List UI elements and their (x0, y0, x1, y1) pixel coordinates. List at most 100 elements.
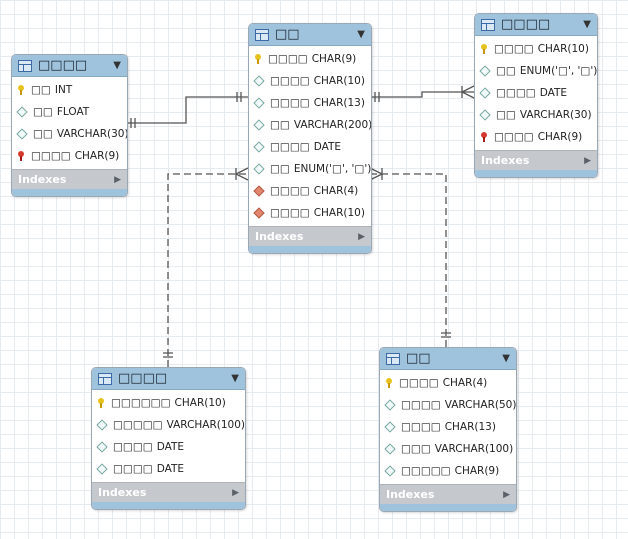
mark-t2-crowsfoot-left (234, 167, 249, 181)
column-diamond-icon (253, 75, 265, 87)
column-row[interactable]: □□□□DATE (92, 436, 245, 458)
foreign-key-icon (481, 132, 487, 142)
column-row[interactable]: □□□□VARCHAR(50) (380, 394, 516, 416)
column-row[interactable]: □□VARCHAR(30) (475, 104, 597, 126)
column-row[interactable]: □□□□□VARCHAR(100) (92, 414, 245, 436)
column-row[interactable]: □□□□DATE (92, 458, 245, 480)
column-name: □□□□ (270, 185, 310, 197)
column-row[interactable]: □□ENUM('□', '□') (475, 60, 597, 82)
column-list: □□□□CHAR(10)□□ENUM('□', '□')□□□□DATE□□VA… (475, 36, 597, 150)
column-name: □□ (270, 119, 290, 131)
column-type: DATE (156, 463, 185, 475)
table-icon (18, 59, 32, 72)
indexes-section[interactable]: Indexes ▶ (12, 169, 127, 189)
collapse-arrow-icon[interactable]: ▼ (502, 353, 510, 364)
column-row[interactable]: □□□□CHAR(9) (475, 126, 597, 148)
table-header[interactable]: □□▼ (249, 24, 371, 46)
column-type: INT (54, 84, 73, 96)
column-row[interactable]: □□□□CHAR(10) (249, 202, 371, 224)
indexes-label: Indexes (481, 154, 530, 167)
table-t3[interactable]: □□□□ ▼ □□□□CHAR(10)□□ENUM('□', '□')□□□□DAT… (474, 13, 598, 178)
column-row[interactable]: □□VARCHAR(200) (249, 114, 371, 136)
column-name: □□□□ (113, 441, 153, 453)
column-row[interactable]: □□□□CHAR(10) (249, 70, 371, 92)
column-list: □□□□CHAR(4)□□□□VARCHAR(50)□□□□CHAR(13)□□… (380, 370, 516, 484)
indexes-section[interactable]: Indexes ▶ (475, 150, 597, 170)
column-name: □□ (33, 128, 53, 140)
expand-arrow-icon[interactable]: ▶ (503, 489, 510, 500)
table-icon (98, 372, 112, 385)
table-title: □□□□ (38, 58, 88, 73)
foreign-key-diamond-icon (253, 207, 265, 219)
column-name: □□□□ (494, 43, 534, 55)
column-diamond-icon (16, 106, 28, 118)
column-row[interactable]: □□INT (12, 79, 127, 101)
column-row[interactable]: □□□VARCHAR(100) (380, 438, 516, 460)
column-row[interactable]: □□□□□CHAR(9) (380, 460, 516, 482)
table-header[interactable]: □□□□ ▼ (12, 55, 127, 77)
collapse-arrow-icon[interactable]: ▼ (231, 373, 239, 384)
indexes-section[interactable]: Indexes▶ (249, 226, 371, 246)
expand-arrow-icon[interactable]: ▶ (232, 487, 239, 498)
column-name: □□□□□ (401, 465, 451, 477)
table-icon (386, 352, 400, 365)
collapse-arrow-icon[interactable]: ▼ (583, 19, 591, 30)
column-name: □□□□ (401, 421, 441, 433)
collapse-arrow-icon[interactable]: ▼ (357, 29, 365, 40)
table-header[interactable]: □□□□ ▼ (475, 14, 597, 36)
column-name: □□□□ (270, 207, 310, 219)
table-t4[interactable]: □□□□▼□□□□□□CHAR(10)□□□□□VARCHAR(100)□□□□… (91, 367, 246, 510)
table-t2[interactable]: □□▼□□□□CHAR(9)□□□□CHAR(10)□□□□CHAR(13)□□… (248, 23, 372, 254)
column-row[interactable]: □□□□□□CHAR(10) (92, 392, 245, 414)
column-type: FLOAT (56, 106, 90, 118)
column-type: ENUM('□', '□') (293, 163, 372, 175)
column-row[interactable]: □□□□DATE (475, 82, 597, 104)
mark-t3-crowsfoot (460, 85, 475, 99)
column-diamond-icon (384, 399, 396, 411)
column-row[interactable]: □□□□CHAR(13) (249, 92, 371, 114)
table-bottom-bar (380, 504, 516, 511)
primary-key-icon (98, 398, 104, 408)
column-name: □□ (270, 163, 290, 175)
mark-t4-one (163, 352, 173, 358)
column-diamond-icon (253, 119, 265, 131)
table-header[interactable]: □□□□▼ (92, 368, 245, 390)
table-header[interactable]: □□▼ (380, 348, 516, 370)
column-row[interactable]: □□□□CHAR(9) (12, 145, 127, 167)
connector-t1-t2 (126, 96, 248, 124)
column-row[interactable]: □□□□CHAR(13) (380, 416, 516, 438)
column-type: CHAR(10) (313, 75, 365, 87)
expand-arrow-icon[interactable]: ▶ (358, 231, 365, 242)
expand-arrow-icon[interactable]: ▶ (114, 174, 121, 185)
table-t5[interactable]: □□▼□□□□CHAR(4)□□□□VARCHAR(50)□□□□CHAR(13… (379, 347, 517, 512)
column-type: ENUM('□', '□') (519, 65, 598, 77)
column-diamond-icon (479, 87, 491, 99)
column-diamond-icon (96, 419, 108, 431)
column-row[interactable]: □□FLOAT (12, 101, 127, 123)
column-row[interactable]: □□□□CHAR(4) (249, 180, 371, 202)
column-diamond-icon (479, 65, 491, 77)
column-row[interactable]: □□ENUM('□', '□') (249, 158, 371, 180)
column-row[interactable]: □□□□CHAR(4) (380, 372, 516, 394)
table-bottom-bar (92, 502, 245, 509)
column-row[interactable]: □□VARCHAR(30) (12, 123, 127, 145)
primary-key-icon (481, 44, 487, 54)
table-title: □□□□ (501, 17, 551, 32)
indexes-label: Indexes (18, 173, 67, 186)
indexes-section[interactable]: Indexes▶ (92, 482, 245, 502)
table-t1[interactable]: □□□□▼□□INT□□FLOAT□□VARCHAR(30)□□□□CHAR(9… (11, 54, 128, 197)
collapse-arrow-icon[interactable]: ▼ (113, 60, 121, 71)
column-diamond-icon (253, 141, 265, 153)
expand-arrow-icon[interactable]: ▶ (584, 155, 591, 166)
column-name: □□□□ (401, 399, 441, 411)
table-bottom-bar (249, 246, 371, 253)
indexes-label: Indexes (386, 488, 435, 501)
indexes-section[interactable]: Indexes ▶ (380, 484, 516, 504)
column-diamond-icon (253, 163, 265, 175)
column-row[interactable]: □□□□CHAR(10) (475, 38, 597, 60)
table-bottom-bar (12, 189, 127, 196)
column-diamond-icon (384, 421, 396, 433)
column-name: □□□□ (270, 75, 310, 87)
column-row[interactable]: □□□□DATE (249, 136, 371, 158)
column-row[interactable]: □□□□CHAR(9) (249, 48, 371, 70)
